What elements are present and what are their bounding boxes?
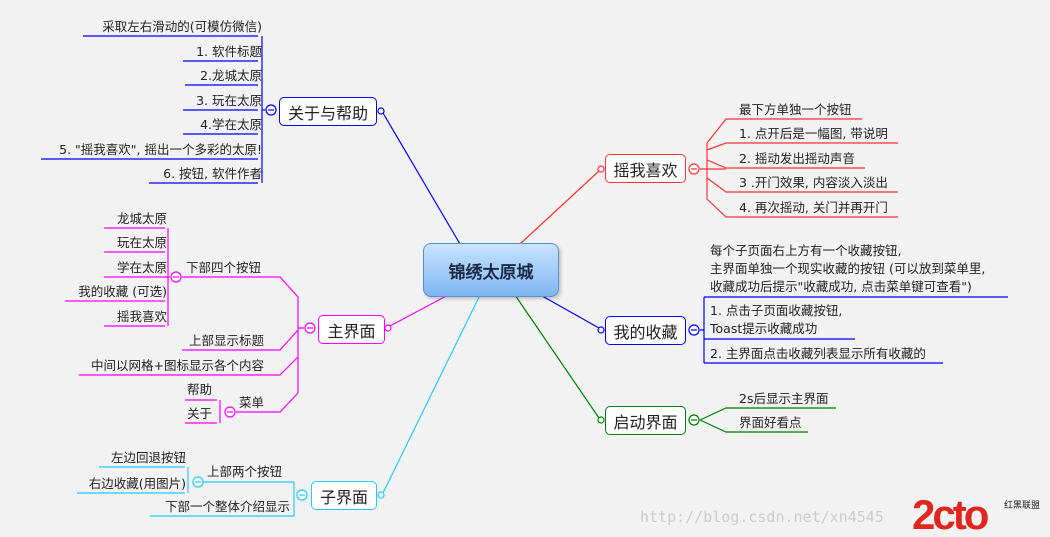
about-item[interactable]: 3. 玩在太原 bbox=[196, 93, 262, 108]
shake-item[interactable]: 最下方单独一个按钮 bbox=[739, 102, 852, 117]
bottom-button-item[interactable]: 摇我喜欢 bbox=[116, 309, 167, 324]
menu-item-help[interactable]: 帮助 bbox=[187, 382, 213, 397]
splash-item[interactable]: 2s后显示主界面 bbox=[739, 391, 829, 406]
about-item[interactable]: 1. 软件标题 bbox=[196, 44, 262, 59]
topic-shake[interactable]: 摇我喜欢 bbox=[605, 154, 686, 183]
bottom-buttons-topic[interactable]: 下部四个按钮 bbox=[186, 260, 262, 275]
fav-item-1-line[interactable]: Toast提示收藏成功 bbox=[710, 321, 818, 336]
menu-item-about[interactable]: 关于 bbox=[187, 406, 213, 421]
bottom-button-item[interactable]: 玩在太原 bbox=[116, 235, 167, 250]
bottom-button-item[interactable]: 我的收藏 (可选) bbox=[78, 284, 167, 299]
top-button-item[interactable]: 右边收藏(用图片) bbox=[88, 476, 186, 491]
about-item[interactable]: 6. 按钮, 软件作者 bbox=[163, 166, 262, 181]
shake-item[interactable]: 2. 摇动发出摇动声音 bbox=[739, 151, 855, 166]
fav-desc-line[interactable]: 收藏成功后提示"收藏成功, 点击菜单键可查看") bbox=[710, 279, 972, 294]
about-item[interactable]: 5. "摇我喜欢", 摇出一个多彩的太原! bbox=[59, 142, 262, 157]
fav-item-2[interactable]: 2. 主界面点击收藏列表显示所有收藏的 bbox=[710, 346, 926, 361]
topic-favorites[interactable]: 我的收藏 bbox=[605, 316, 686, 345]
topic-splash[interactable]: 启动界面 bbox=[605, 406, 686, 435]
top-title-item[interactable]: 上部显示标题 bbox=[188, 333, 264, 348]
logo-subtitle: 红黑联盟 bbox=[1004, 501, 1041, 511]
bottom-button-item[interactable]: 学在太原 bbox=[116, 260, 167, 275]
about-item[interactable]: 2.龙城太原 bbox=[200, 68, 262, 83]
shake-item[interactable]: 4. 再次摇动, 关门并再开门 bbox=[739, 200, 888, 215]
shake-item[interactable]: 1. 点开后是一幅图, 带说明 bbox=[739, 126, 888, 141]
grid-item[interactable]: 中间以网格+图标显示各个内容 bbox=[91, 358, 264, 373]
fav-item-1-line[interactable]: 1. 点击子页面收藏按钮, bbox=[710, 303, 843, 318]
fav-desc-line[interactable]: 主界面单独一个现实收藏的按钮 (可以放到菜单里, bbox=[710, 261, 986, 276]
about-item[interactable]: 采取左右滑动的(可模仿微信) bbox=[102, 19, 262, 34]
central-topic[interactable]: 锦绣太原城 bbox=[423, 243, 559, 297]
top-button-item[interactable]: 左边回退按钮 bbox=[110, 450, 186, 465]
topic-about-help[interactable]: 关于与帮助 bbox=[279, 97, 377, 126]
sub-bottom-item[interactable]: 下部一个整体介绍显示 bbox=[164, 499, 290, 514]
menu-topic[interactable]: 菜单 bbox=[239, 395, 265, 410]
2cto-logo: 2cto bbox=[912, 491, 989, 537]
topic-main-screen[interactable]: 主界面 bbox=[318, 315, 385, 344]
shake-item[interactable]: 3 .开门效果, 内容淡入淡出 bbox=[739, 175, 888, 190]
bottom-button-item[interactable]: 龙城太原 bbox=[116, 211, 167, 226]
about-item[interactable]: 4.学在太原 bbox=[200, 117, 262, 132]
top-buttons-topic[interactable]: 上部两个按钮 bbox=[207, 464, 283, 479]
fav-desc-line[interactable]: 每个子页面右上方有一个收藏按钮, bbox=[710, 243, 902, 258]
topic-sub-screen[interactable]: 子界面 bbox=[311, 481, 377, 510]
splash-item[interactable]: 界面好看点 bbox=[739, 415, 802, 430]
watermark-url: http://blog.csdn.net/xn4545 bbox=[640, 508, 884, 526]
